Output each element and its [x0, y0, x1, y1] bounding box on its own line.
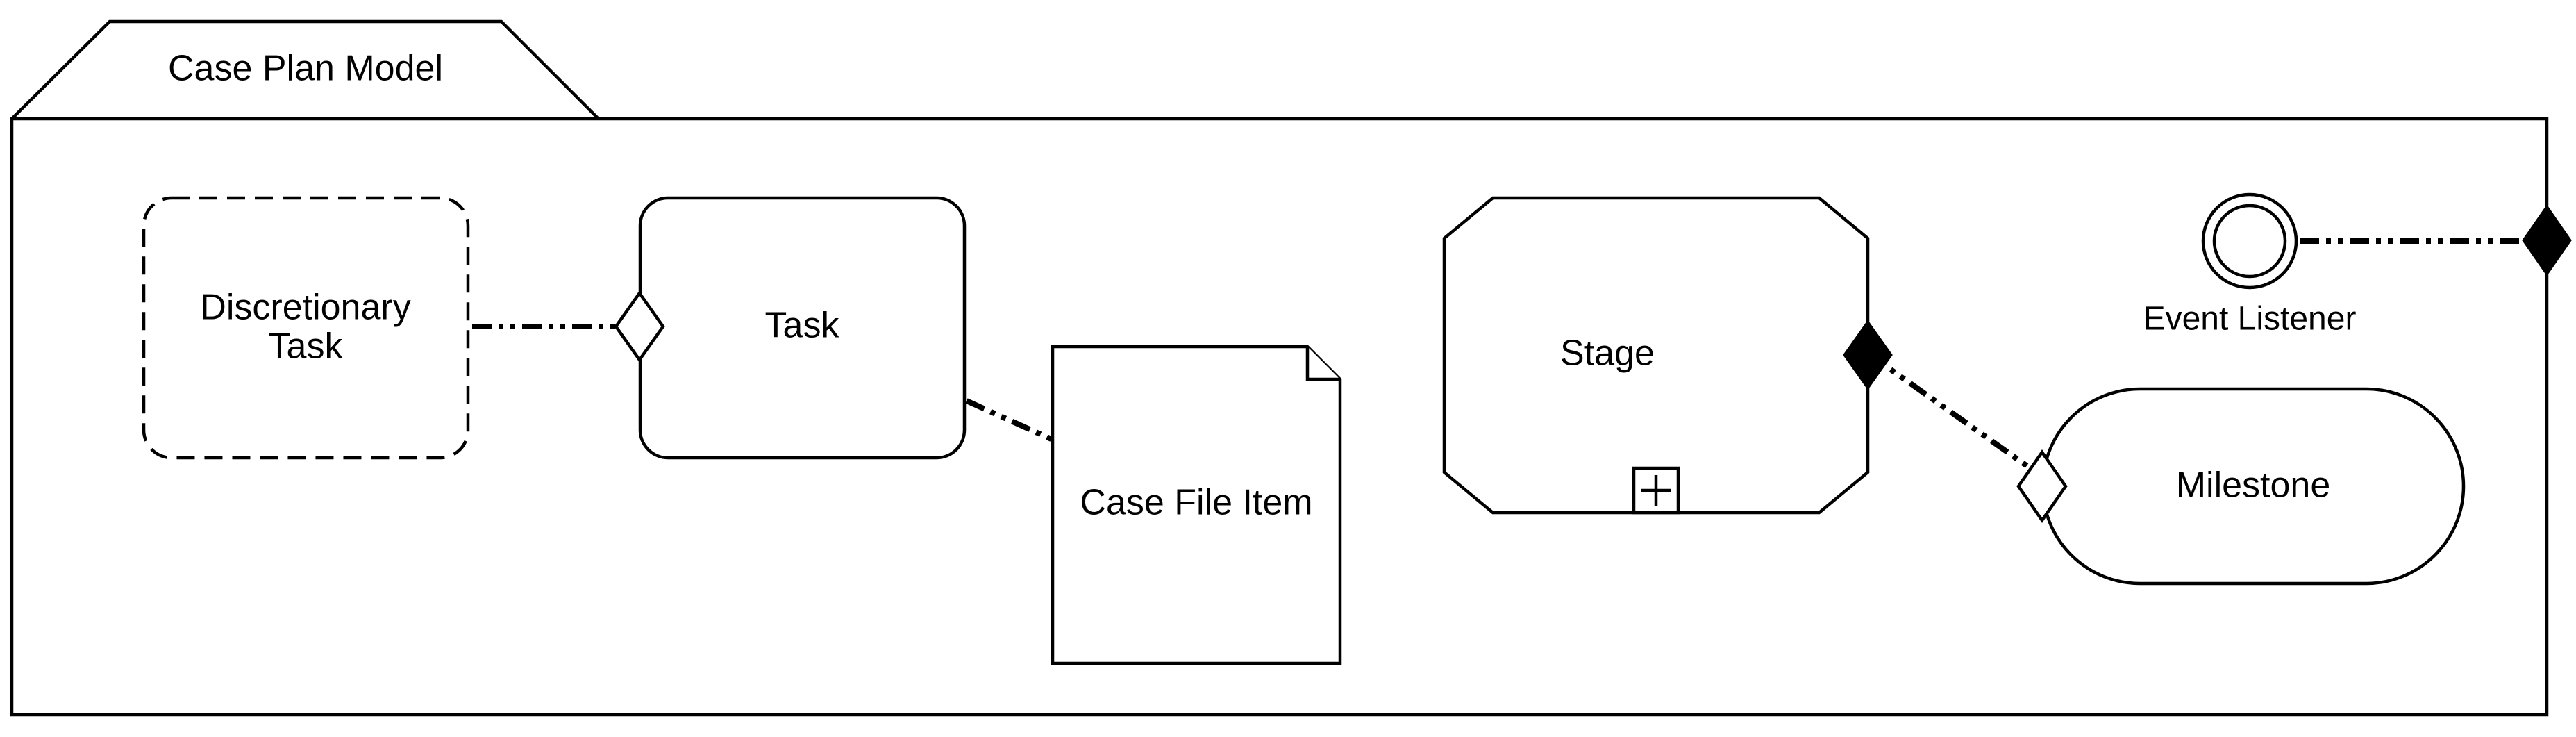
case-plan-model-tab: [10, 19, 600, 120]
discretionary-task-box: [142, 196, 470, 460]
event-listener-inner-circle-icon: [2212, 204, 2287, 279]
case-plan-model[interactable]: Case Plan Model: [10, 19, 2549, 717]
stage[interactable]: Stage: [1442, 196, 1870, 515]
connector-task-to-case-file-item[interactable]: [965, 398, 1054, 442]
milestone-label: Milestone: [2176, 465, 2331, 506]
stage-expand-plus-square-icon[interactable]: [1632, 466, 1680, 515]
discretionary-task-label-line2: Task: [269, 326, 344, 367]
milestone-entry-criterion-diamond-icon[interactable]: [2016, 449, 2068, 523]
connectors: [472, 238, 2527, 478]
plan-exit-criterion-filled-diamond-icon[interactable]: [2522, 204, 2572, 276]
case-file-item[interactable]: Case File Item: [1051, 345, 1342, 665]
discretionary-task-label-line1: Discretionary: [200, 288, 410, 328]
stage-exit-criterion-filled-diamond-icon[interactable]: [1843, 320, 1893, 390]
case-plan-model-label: Case Plan Model: [168, 49, 443, 89]
stage-octagon: [1442, 196, 1870, 515]
task-entry-criterion-diamond-icon[interactable]: [614, 290, 665, 363]
case-file-item-label: Case File Item: [1080, 483, 1312, 523]
case-file-item-document-icon: [1051, 345, 1342, 665]
task[interactable]: Task: [638, 196, 967, 460]
discretionary-task[interactable]: Discretionary Task: [142, 196, 470, 460]
connector-stage-to-milestone[interactable]: [1867, 351, 2042, 478]
case-file-item-fold: [1305, 347, 1340, 381]
task-label: Task: [765, 306, 840, 346]
event-listener-label: Event Listener: [2143, 301, 2357, 338]
milestone[interactable]: Milestone: [2041, 387, 2466, 586]
stage-label: Stage: [1560, 333, 1655, 374]
event-listener[interactable]: Event Listener: [2143, 192, 2357, 338]
case-plan-model-body: [10, 117, 2549, 717]
